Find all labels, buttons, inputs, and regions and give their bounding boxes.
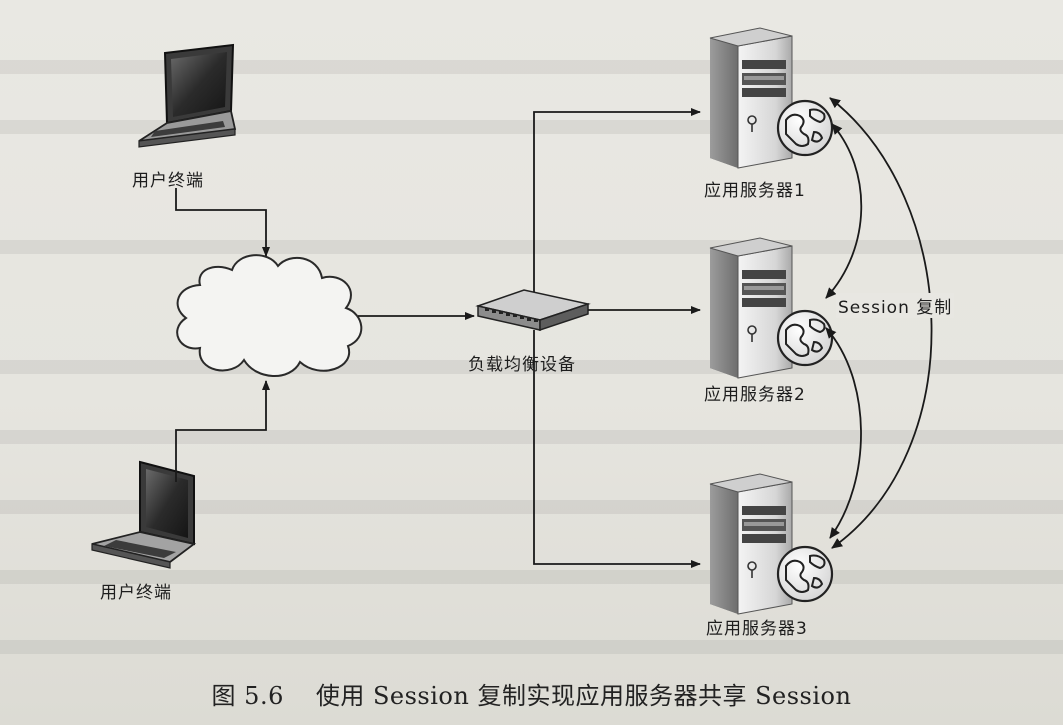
edge-client-top-to-cloud [175, 188, 270, 257]
node-label-server2: 应用服务器2 [704, 385, 806, 405]
server-icon [708, 26, 834, 170]
node-label-server1: 应用服务器1 [704, 181, 806, 201]
switch-icon [475, 289, 591, 332]
node-label-load-balancer: 负载均衡设备 [468, 355, 576, 375]
laptop-icon [91, 460, 197, 569]
figure-caption: 图 5.6 使用 Session 复制实现应用服务器共享 Session [0, 676, 1063, 711]
server-icon [708, 236, 834, 380]
edge-balancer-to-server3 [533, 330, 701, 568]
node-label-client-bottom: 用户终端 [100, 583, 172, 603]
server-icon [708, 472, 834, 616]
session-replication-label: Session 复制 [836, 293, 955, 318]
edge-client-bottom-to-cloud [175, 380, 270, 482]
edge-balancer-to-server1 [533, 108, 701, 292]
figure-title: 使用 Session 复制实现应用服务器共享 Session [315, 682, 852, 710]
cloud-network-icon [176, 254, 363, 377]
session-replication-arc-1-3 [829, 97, 933, 549]
node-label-server3: 应用服务器3 [706, 619, 808, 639]
session-replication-arc-1-2 [825, 123, 863, 299]
node-label-client-top: 用户终端 [132, 171, 204, 191]
figure-number: 图 5.6 [211, 682, 284, 710]
laptop-icon [138, 43, 237, 148]
